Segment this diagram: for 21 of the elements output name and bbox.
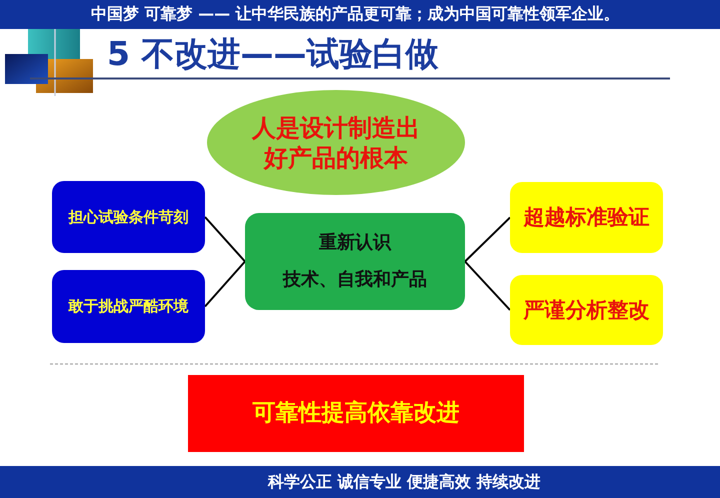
center-box <box>245 213 465 310</box>
goal-text: 人是设计制造出好产品的根本 <box>250 112 421 172</box>
connector-line <box>204 260 246 308</box>
footer-slogan: 科学公正 诚信专业 便捷高效 持续改进 <box>268 472 541 492</box>
action-box <box>510 275 663 345</box>
concern-box <box>52 181 205 253</box>
connector-line <box>464 260 511 311</box>
slide-title: 5 不改进——试验白做 <box>107 35 438 73</box>
header-slogan: 中国梦 可靠梦 —— 让中华民族的产品更可靠；成为中国可靠性领军企业。 <box>91 4 620 24</box>
action-text: 严谨分析整改 <box>524 296 650 324</box>
action-box <box>510 182 663 253</box>
center-text: 重新认识 <box>319 232 391 254</box>
center-text: 技术、自我和产品 <box>283 268 427 291</box>
conclusion-text: 可靠性提高依靠改进 <box>252 399 460 428</box>
action-text: 超越标准验证 <box>524 204 650 231</box>
connector-line <box>464 216 511 262</box>
concern-text: 担心试验条件苛刻 <box>68 208 188 226</box>
conclusion-box <box>188 375 524 452</box>
concern-text: 敢于挑战严酷环境 <box>68 297 188 316</box>
concern-box <box>52 270 205 343</box>
connector-line <box>204 216 246 262</box>
